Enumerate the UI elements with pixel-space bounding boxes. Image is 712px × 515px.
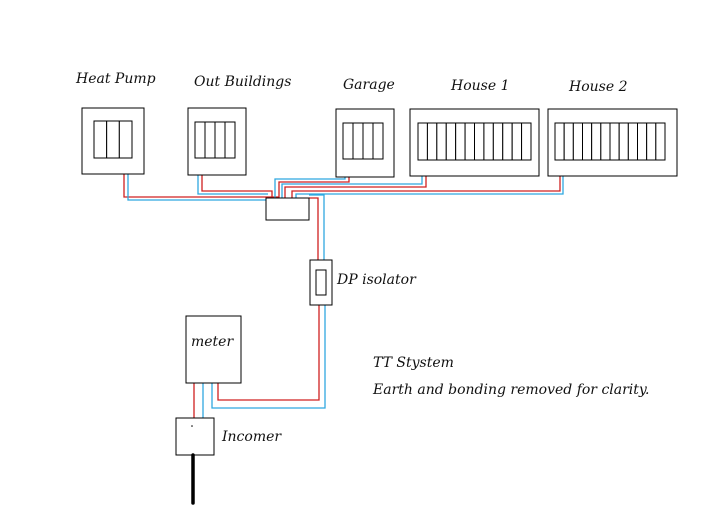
incomer-dot bbox=[191, 425, 193, 427]
out-buildings-label: Out Buildings bbox=[194, 74, 291, 90]
out-buildings-way bbox=[204, 121, 216, 159]
heat-pump-way bbox=[93, 120, 108, 159]
house-1-way bbox=[417, 122, 428, 161]
house-1-way bbox=[521, 122, 532, 161]
dp-isolator: DP isolator bbox=[309, 259, 417, 306]
out-buildings-way bbox=[224, 121, 236, 159]
garage-way bbox=[342, 122, 354, 160]
house-2-neutral-wire bbox=[295, 176, 564, 198]
house-1-way bbox=[464, 122, 475, 161]
heat-pump-label: Heat Pump bbox=[75, 71, 156, 87]
junction-box bbox=[265, 197, 310, 221]
house-1-way bbox=[492, 122, 504, 161]
out-buildings-neutral-wire bbox=[197, 175, 268, 195]
consumer-unit-heat-pump: Heat Pump bbox=[75, 71, 156, 175]
consumer-unit-out-buildings: Out Buildings bbox=[187, 74, 291, 176]
house-2-way bbox=[591, 122, 602, 161]
house-1-way bbox=[426, 122, 438, 161]
feeder-wires bbox=[123, 174, 564, 201]
house-2-way bbox=[582, 122, 593, 161]
heat-pump-way bbox=[118, 120, 133, 159]
garage-way bbox=[362, 122, 374, 160]
incomer: Incomer bbox=[175, 417, 282, 505]
earth-note: Earth and bonding removed for clarity. bbox=[372, 382, 649, 398]
house-2-way bbox=[600, 122, 611, 161]
garage-neutral-wire bbox=[274, 177, 346, 198]
house-2-way bbox=[618, 122, 629, 161]
consumer-unit-house-1: House 1 bbox=[409, 78, 540, 177]
house-1-way bbox=[483, 122, 494, 161]
out-buildings-live-wire bbox=[201, 175, 273, 198]
incomer-label: Incomer bbox=[221, 429, 282, 445]
junction-to-isolator-neutral-wire bbox=[309, 194, 325, 260]
out-buildings-way bbox=[214, 121, 226, 159]
system-note: TT Stystem bbox=[373, 355, 454, 371]
dp-isolator-label: DP isolator bbox=[336, 272, 417, 288]
supply-wires bbox=[193, 194, 326, 418]
house-1-way bbox=[474, 122, 485, 161]
meter-label: meter bbox=[191, 334, 234, 350]
house-1-label: House 1 bbox=[450, 78, 509, 94]
house-2-way bbox=[646, 122, 657, 161]
consumer-unit-garage: Garage bbox=[335, 77, 395, 178]
garage-label: Garage bbox=[343, 77, 395, 93]
house-2-live-wire bbox=[291, 176, 561, 198]
house-1-neutral-wire bbox=[281, 176, 423, 198]
house-1-way bbox=[445, 122, 457, 161]
incomer-box bbox=[175, 417, 215, 456]
house-2-way bbox=[627, 122, 639, 161]
house-1-live-wire bbox=[284, 176, 427, 198]
out-buildings-way bbox=[194, 121, 206, 159]
house-1-way bbox=[436, 122, 447, 161]
house-2-label: House 2 bbox=[568, 79, 628, 95]
isolator-to-meter-neutral-wire bbox=[211, 305, 326, 409]
heat-pump-way bbox=[106, 120, 120, 159]
junction-to-isolator-live-wire bbox=[309, 197, 319, 260]
dp-isolator-switch bbox=[315, 269, 327, 296]
house-2-way bbox=[655, 122, 666, 161]
consumer-unit-house-2: House 2 bbox=[547, 79, 678, 177]
house-2-way bbox=[637, 122, 648, 161]
isolator-to-meter-live-wire bbox=[217, 305, 320, 401]
meter: meter bbox=[185, 315, 242, 384]
house-1-way bbox=[502, 122, 513, 161]
house-2-way bbox=[609, 122, 620, 161]
house-1-way bbox=[455, 122, 466, 161]
house-2-way bbox=[572, 122, 584, 161]
house-1-way bbox=[511, 122, 523, 161]
house-2-way bbox=[554, 122, 565, 161]
garage-way bbox=[372, 122, 384, 160]
garage-live-wire bbox=[278, 177, 350, 198]
meter-box bbox=[185, 315, 242, 384]
heat-pump-neutral-wire bbox=[127, 174, 274, 201]
house-2-way bbox=[563, 122, 574, 161]
garage-way bbox=[352, 122, 364, 160]
